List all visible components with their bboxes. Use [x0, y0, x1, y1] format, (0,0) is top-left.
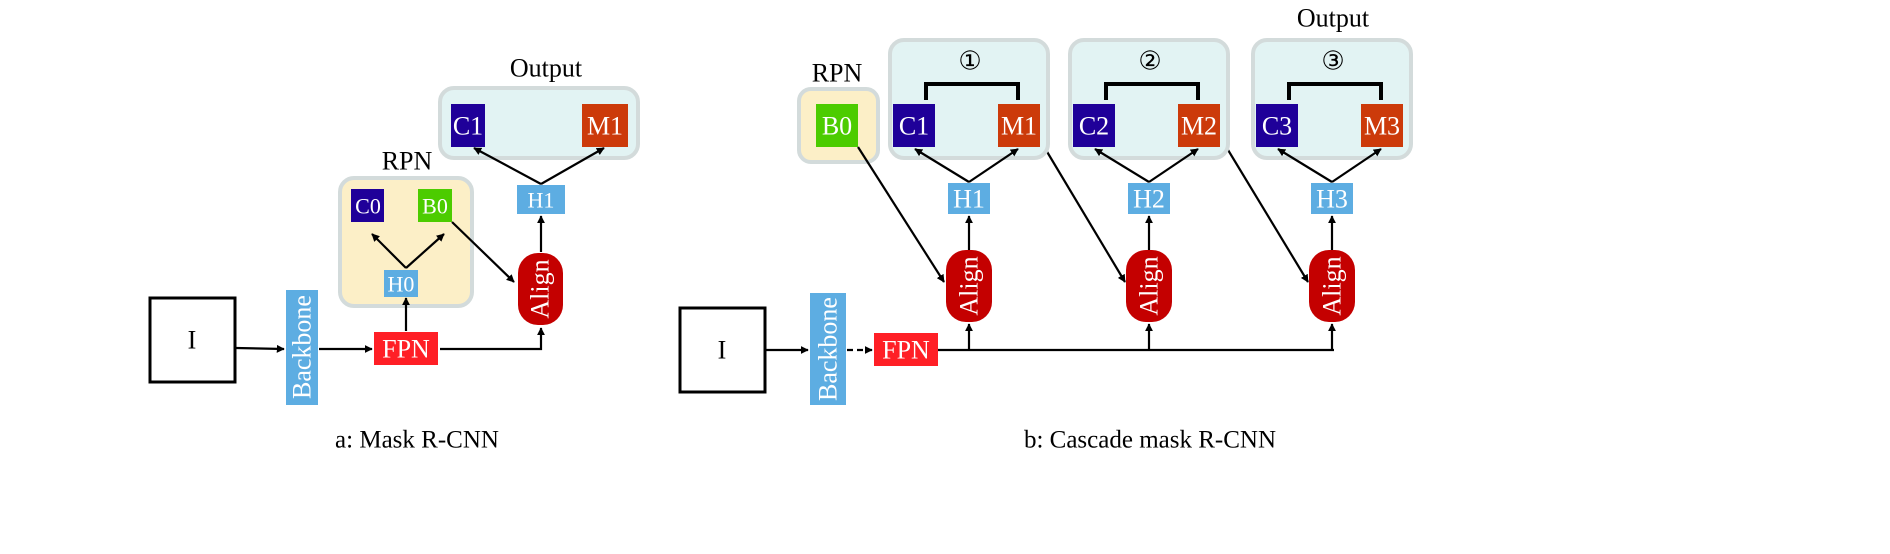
mask-node: [1361, 104, 1403, 147]
backbone-node: [286, 290, 318, 405]
classifier-node: [893, 104, 935, 147]
classifier-node: [1073, 104, 1115, 147]
align-node: [946, 250, 992, 322]
align-label: Align: [1135, 256, 1164, 315]
output-label: Output: [510, 54, 583, 83]
c0-label: C0: [355, 194, 381, 219]
caption-a: a: Mask R-CNN: [335, 427, 499, 454]
m1-label: M1: [587, 112, 623, 141]
h0-node: [384, 270, 418, 297]
h0-label: H0: [388, 272, 415, 297]
stage-number: ③: [1321, 47, 1344, 76]
b0-node: [418, 189, 452, 222]
mask-node: [998, 104, 1040, 147]
rpn-label: RPN: [812, 59, 863, 88]
b0-label: B0: [422, 194, 448, 219]
rpn-label: RPN: [382, 147, 433, 176]
stage-bracket: [1104, 82, 1200, 100]
align-node: [1126, 250, 1172, 322]
classifier-label: C3: [1262, 112, 1292, 141]
align-label: Align: [955, 256, 984, 315]
stage-number: ②: [1138, 47, 1161, 76]
mask-node: [1178, 104, 1220, 147]
classifier-node: [1256, 104, 1298, 147]
stage-bracket: [924, 82, 1020, 100]
align-node: [1309, 250, 1355, 322]
m1-node: [582, 104, 628, 147]
stage-bracket: [1287, 82, 1383, 100]
backbone-label: Backbone: [288, 295, 317, 399]
output-label: Output: [1297, 4, 1370, 33]
fpn-label: FPN: [882, 336, 930, 365]
b0-label: B0: [822, 112, 852, 141]
head-label: H3: [1316, 185, 1348, 214]
c1-label: C1: [453, 112, 483, 141]
head-node: [948, 183, 990, 214]
align-label: Align: [1318, 256, 1347, 315]
backbone-label: Backbone: [814, 297, 843, 401]
fpn-node: [874, 333, 938, 366]
head-node: [1128, 183, 1170, 214]
mask-label: M3: [1364, 112, 1400, 141]
classifier-label: C2: [1079, 112, 1109, 141]
panel-mask-rcnn: RPN Output I Backbone FPN H0 C0 B0 Align…: [148, 54, 640, 454]
align-node: [518, 253, 563, 325]
head-node: [1311, 183, 1353, 214]
input-node: [148, 296, 237, 384]
c1-node: [451, 104, 485, 147]
fpn-label: FPN: [382, 335, 430, 364]
h1-label: H1: [528, 188, 555, 213]
caption-b: b: Cascade mask R-CNN: [1024, 427, 1276, 454]
b0-node: [816, 104, 858, 147]
head-label: H1: [953, 185, 985, 214]
input-node: [678, 306, 767, 394]
align-label: Align: [526, 259, 555, 318]
panel-cascade-mask-rcnn: RPN B0 Output I Backbone FPN ① C1 M1H1Alig…: [678, 4, 1413, 454]
head-label: H2: [1133, 185, 1165, 214]
fpn-node: [374, 332, 438, 365]
h1-node: [517, 185, 565, 214]
c0-node: [351, 189, 384, 222]
input-label: I: [718, 336, 727, 365]
input-label: I: [188, 326, 197, 355]
mask-label: M1: [1001, 112, 1037, 141]
backbone-node: [810, 293, 846, 405]
mask-label: M2: [1181, 112, 1217, 141]
stage-number: ①: [958, 47, 981, 76]
classifier-label: C1: [899, 112, 929, 141]
